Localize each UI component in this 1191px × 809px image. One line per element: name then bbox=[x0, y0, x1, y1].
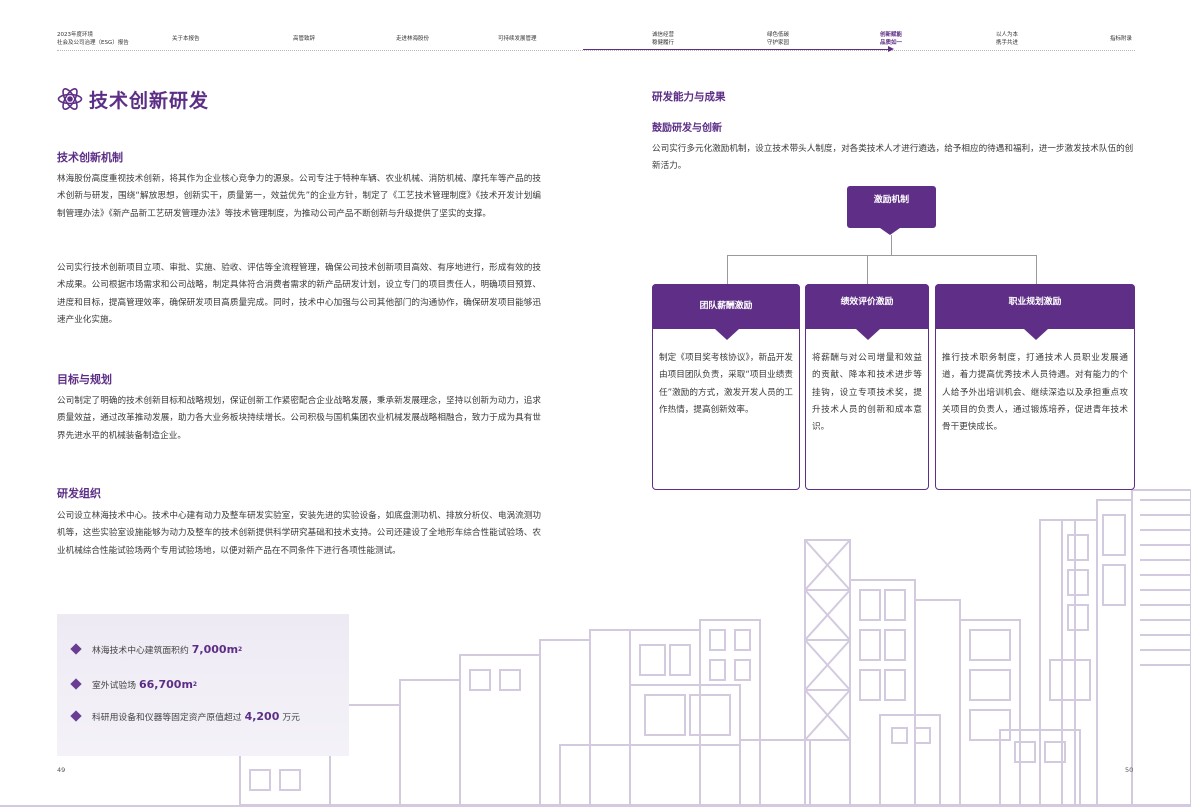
page-number-left: 49 bbox=[57, 766, 66, 774]
org-box-text: 将薪酬与对公司增量和效益的贡献、降本和技术进步等挂钩，设立专项技术奖，提升技术人… bbox=[812, 353, 922, 433]
active-section-indicator bbox=[583, 49, 891, 50]
nav-item-people-line1: 以人为本 bbox=[996, 32, 1019, 38]
paragraph-innovation-2: 公司实行技术创新项目立项、审批、实施、验收、评估等全流程管理，确保公司技术创新项… bbox=[57, 263, 541, 325]
nav-item-innovation-line2: 品质如一 bbox=[880, 40, 903, 46]
stat-value: 66,700m bbox=[139, 677, 193, 691]
paragraph-innovation-1: 林海股份高度重视技术创新，将其作为企业核心竞争力的源泉。公司专注于特种车辆、农业… bbox=[57, 174, 541, 219]
org-box-title: 团队薪酬激励 bbox=[652, 284, 800, 329]
diamond-bullet-icon bbox=[70, 643, 82, 655]
nav-item-integrity-line1: 诚信经营 bbox=[652, 32, 675, 38]
nav-item-integrity[interactable]: 诚信经营 稳健履行 bbox=[652, 31, 674, 47]
heading-rd-organization: 研发组织 bbox=[57, 487, 101, 500]
heading-rd-capability: 研发能力与成果 bbox=[652, 91, 726, 103]
org-root-incentive-mechanism: 激励机制 bbox=[847, 186, 936, 228]
stat-label: 室外试验场 bbox=[92, 680, 136, 691]
stat-unit: 万元 bbox=[282, 712, 300, 723]
nav-item-about-company[interactable]: 走进林海股份 bbox=[396, 36, 430, 42]
nav-item-innovation-line1: 创新赋能 bbox=[880, 32, 903, 38]
org-box-title: 职业规划激励 bbox=[935, 284, 1135, 329]
org-connector-horizontal bbox=[727, 255, 1036, 256]
active-arrow-icon bbox=[888, 46, 894, 52]
report-header: 2023年度环境 社会及公司治理（ESG）报告 关于本报告 高管致辞 走进林海股… bbox=[57, 0, 1135, 54]
org-box-title: 绩效评价激励 bbox=[805, 284, 929, 329]
org-box-pointer bbox=[1024, 329, 1048, 340]
paragraph-rd-organization: 公司设立林海技术中心。技术中心建有动力及整车研发实验室，安装先进的实验设备，如底… bbox=[57, 511, 541, 556]
stat-label: 林海技术中心建筑面积约 bbox=[92, 645, 189, 656]
stat-sup: 2 bbox=[192, 680, 198, 688]
atom-icon bbox=[57, 87, 83, 111]
org-box-performance-evaluation: 绩效评价激励 将薪酬与对公司增量和效益的贡献、降本和技术进步等挂钩，设立专项技术… bbox=[805, 284, 929, 490]
stat-sup: 2 bbox=[238, 645, 243, 653]
nav-item-sustainability-management[interactable]: 可持续发展管理 bbox=[498, 36, 537, 42]
stat-value: 7,000m bbox=[191, 642, 239, 656]
nav-item-green-line2: 守护家园 bbox=[767, 40, 790, 46]
diamond-bullet-icon bbox=[70, 678, 82, 690]
diamond-bullet-icon bbox=[70, 710, 82, 722]
nav-item-green[interactable]: 绿色低碳 守护家园 bbox=[767, 31, 789, 47]
nav-item-people[interactable]: 以人为本 携手共进 bbox=[996, 31, 1018, 47]
nav-item-executive-message[interactable]: 高管致辞 bbox=[293, 36, 316, 42]
nav-item-green-line1: 绿色低碳 bbox=[767, 32, 790, 38]
org-connector-left bbox=[727, 255, 728, 284]
org-box-pointer bbox=[856, 329, 880, 340]
subheading-encourage-rd: 鼓励研发与创新 bbox=[652, 123, 722, 134]
section-title: 技术创新研发 bbox=[57, 84, 209, 114]
org-connector-middle bbox=[867, 255, 868, 284]
org-connector-vertical bbox=[891, 235, 892, 255]
org-connector-right bbox=[1036, 255, 1037, 284]
nav-item-integrity-line2: 稳健履行 bbox=[652, 40, 675, 46]
report-title-line1: 2023年度环境 bbox=[57, 32, 93, 38]
stat-value: 4,200 bbox=[244, 709, 280, 723]
paragraph-goals: 公司制定了明确的技术创新目标和战略规划，保证创新工作紧密配合企业战略发展，秉承新… bbox=[57, 396, 541, 441]
nav-item-appendix[interactable]: 指标附录 bbox=[1110, 36, 1133, 42]
stat-fixed-assets: 科研用设备和仪器等固定资产原值超过 4,200 万元 bbox=[70, 708, 300, 724]
nav-item-about-report[interactable]: 关于本报告 bbox=[172, 36, 200, 42]
header-divider bbox=[57, 50, 1135, 51]
org-box-text: 推行技术职务制度，打通技术人员职业发展通道，着力提高优秀技术人员待遇。对有能力的… bbox=[942, 353, 1128, 433]
heading-innovation-mechanism: 技术创新机制 bbox=[57, 151, 123, 164]
stat-label: 科研用设备和仪器等固定资产原值超过 bbox=[92, 712, 242, 723]
org-box-pointer bbox=[715, 329, 739, 340]
page-number-right: 50 bbox=[1125, 766, 1134, 774]
heading-goals-planning: 目标与规划 bbox=[57, 373, 112, 386]
paragraph-incentive-intro: 公司实行多元化激励机制，设立技术带头人制度，对各类技术人才进行遴选，给予相应的待… bbox=[652, 144, 1134, 172]
org-box-career-planning: 职业规划激励 推行技术职务制度，打通技术人员职业发展通道，着力提高优秀技术人员待… bbox=[935, 284, 1135, 490]
report-title: 2023年度环境 社会及公司治理（ESG）报告 bbox=[57, 31, 129, 47]
org-box-team-compensation: 团队薪酬激励 制定《项目奖考核协议》，新品开发由项目团队负责，采取“项目业绩责任… bbox=[652, 284, 800, 490]
org-root-pointer bbox=[880, 228, 900, 235]
nav-item-people-line2: 携手共进 bbox=[996, 40, 1019, 46]
nav-item-innovation-active[interactable]: 创新赋能 品质如一 bbox=[880, 31, 902, 47]
report-title-line2: 社会及公司治理（ESG）报告 bbox=[57, 40, 129, 46]
page-title: 技术创新研发 bbox=[89, 89, 210, 112]
org-box-text: 制定《项目奖考核协议》，新品开发由项目团队负责，采取“项目业绩责任”激励的方式，… bbox=[659, 353, 793, 415]
